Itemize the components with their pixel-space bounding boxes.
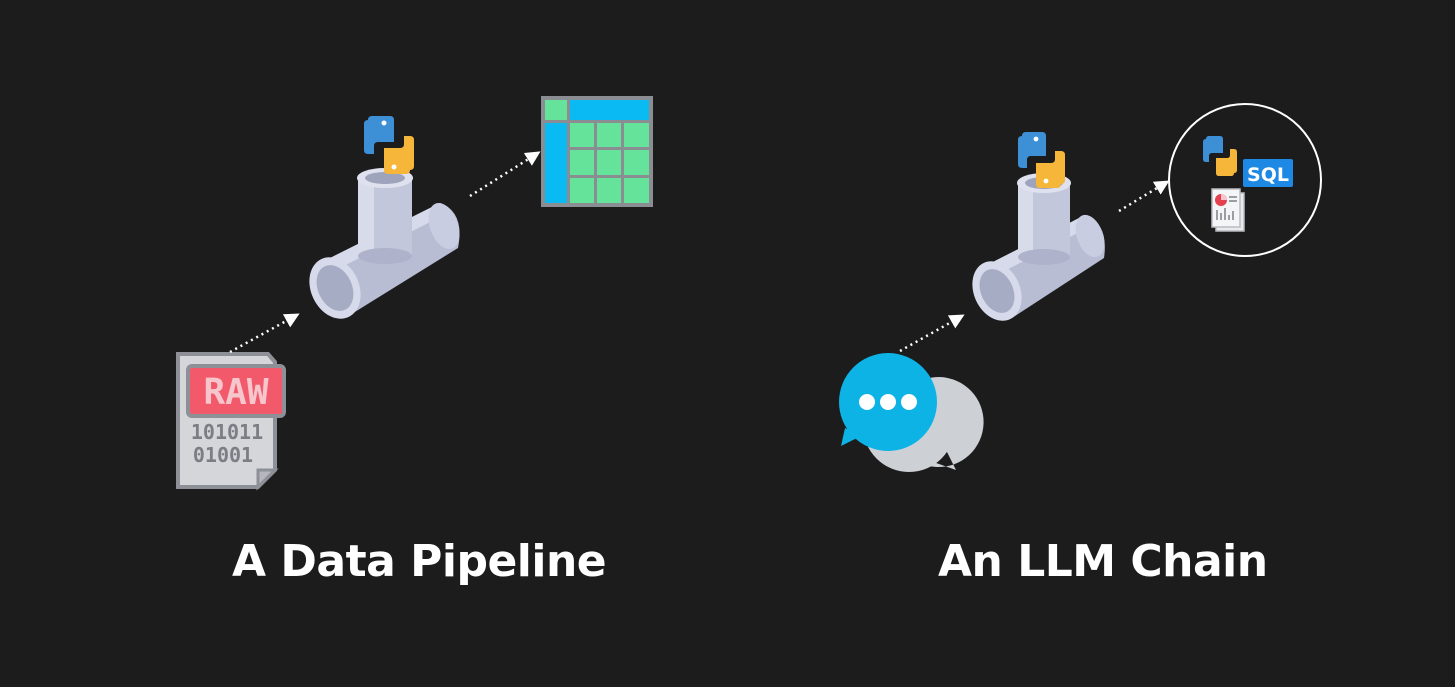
pipe-icon [309, 168, 460, 319]
raw-binary-line-1: 101011 [191, 420, 263, 444]
arrow-icon [1118, 180, 1170, 213]
llm-chain-caption: An LLM Chain [938, 536, 1268, 587]
llm-chain-panel: SQL An LLM Chain [727, 0, 1455, 687]
python-icon [1203, 136, 1237, 176]
chat-bubble-icon [839, 353, 984, 472]
llm-chain-illustration: SQL [839, 103, 1322, 472]
sql-badge-label: SQL [1247, 164, 1289, 186]
report-icon [1211, 188, 1245, 232]
python-icon [364, 116, 414, 174]
table-icon [541, 96, 653, 207]
data-pipeline-illustration: RAW 101011 01001 [176, 96, 653, 491]
python-icon [1018, 132, 1065, 188]
arrow-icon [229, 313, 300, 354]
data-pipeline-caption: A Data Pipeline [232, 536, 607, 587]
raw-binary-line-2: 01001 [193, 443, 253, 467]
arrow-icon [469, 151, 541, 198]
data-pipeline-panel: RAW 101011 01001 [0, 0, 727, 687]
raw-file-icon: RAW 101011 01001 [176, 352, 286, 491]
raw-tag-label: RAW [203, 372, 268, 413]
arrow-icon [899, 314, 965, 353]
pipe-icon [972, 173, 1105, 321]
sql-badge: SQL [1243, 159, 1293, 187]
output-circle: SQL [1168, 103, 1322, 257]
